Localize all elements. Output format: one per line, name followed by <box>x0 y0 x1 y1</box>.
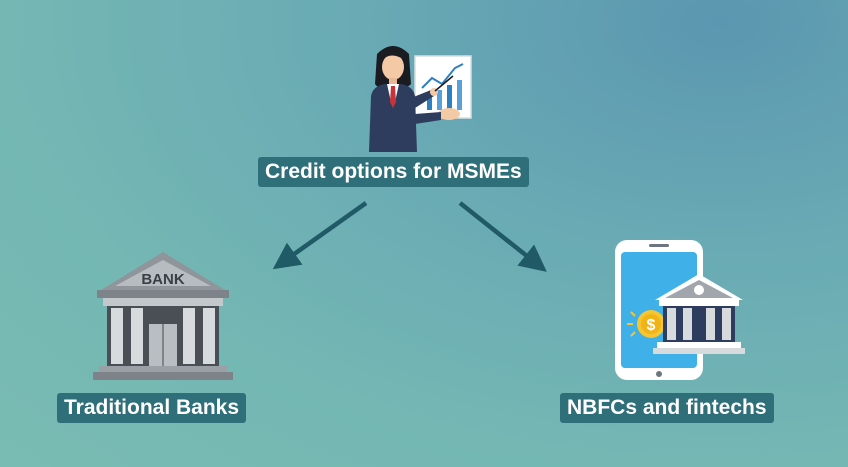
arrow-to-traditional-banks <box>272 201 368 270</box>
arrow-to-nbfcs-fintechs <box>458 201 547 272</box>
svg-text:$: $ <box>647 317 656 334</box>
bank-building-icon: BANK <box>93 252 233 380</box>
traditional-banks-label: Traditional Banks <box>57 393 247 423</box>
presenter-icon <box>369 46 472 152</box>
bank-sign-text: BANK <box>141 271 184 288</box>
nbfcs-fintechs-label: NBFCs and fintechs <box>560 393 774 423</box>
dollar-coin-icon: $ <box>627 310 665 338</box>
root-label: Credit options for MSMEs <box>258 157 529 187</box>
phone-bank-icon: $ <box>615 240 745 380</box>
